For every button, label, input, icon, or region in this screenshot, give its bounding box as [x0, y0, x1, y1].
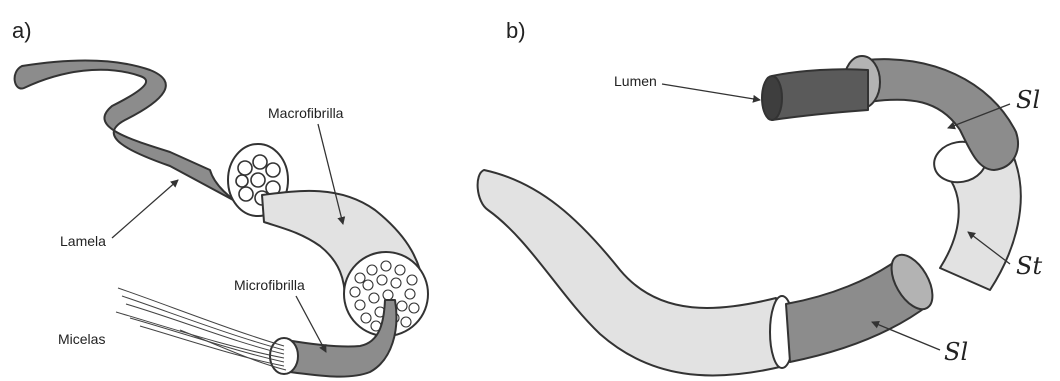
- lumen-end-cap: [762, 76, 782, 120]
- macrofibrilla-label: Macrofibrilla: [268, 105, 344, 121]
- sl-top-label: Sl: [1016, 86, 1040, 114]
- lumen-core: [772, 69, 868, 120]
- lumen-label: Lumen: [614, 73, 657, 89]
- panel-a: a): [12, 18, 428, 377]
- panel-a-label: a): [12, 18, 32, 43]
- outer-layer-tube: [478, 170, 784, 375]
- lamela-arrow: [112, 180, 178, 238]
- sl-bottom-label: Sl: [944, 338, 968, 366]
- micelas-label: Micelas: [58, 331, 105, 347]
- panel-b-label: b): [506, 18, 526, 43]
- lamela-ribbon: [15, 61, 248, 209]
- st-label: St: [1016, 252, 1042, 280]
- micelas-strands: [116, 288, 286, 370]
- lamela-label: Lamela: [60, 233, 106, 249]
- microfibrilla-label: Microfibrilla: [234, 277, 305, 293]
- sl-bottom-arrow: [872, 322, 940, 350]
- lumen-arrow: [662, 84, 760, 100]
- panel-b: b) Lumen Sl St Sl: [478, 18, 1043, 375]
